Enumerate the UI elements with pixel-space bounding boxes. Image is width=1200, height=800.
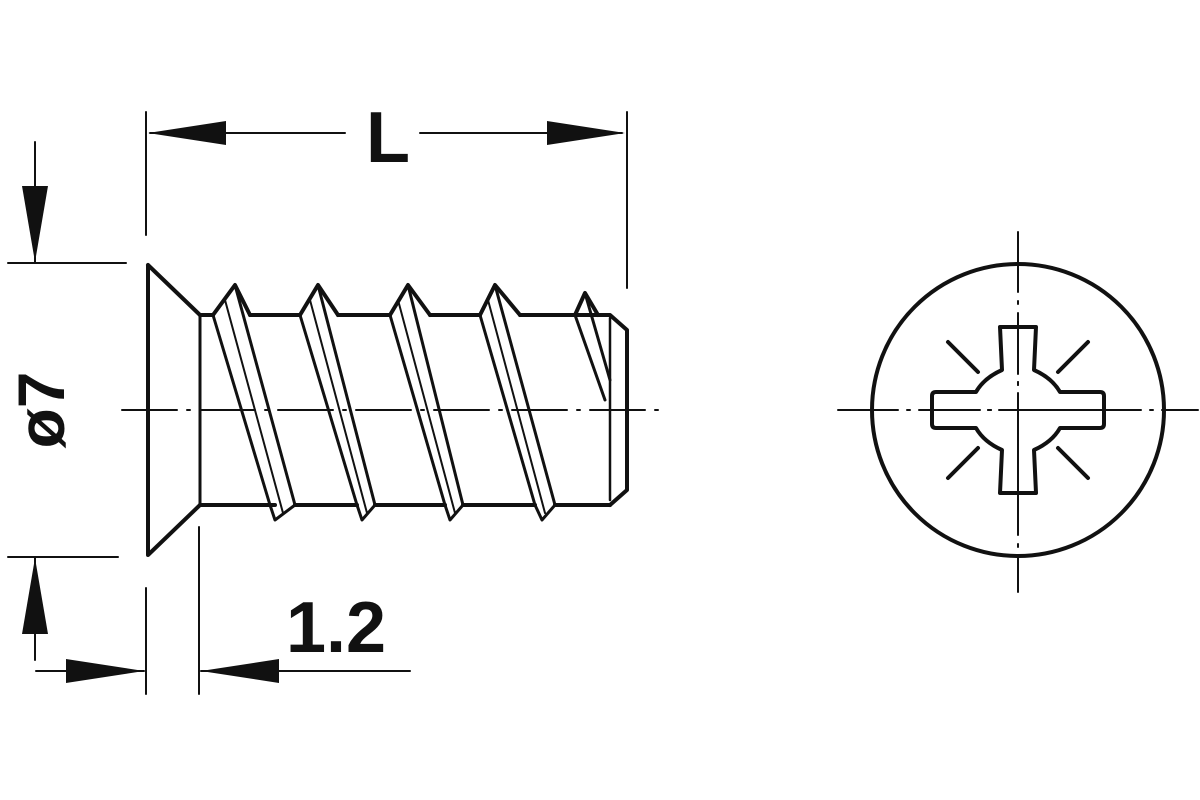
head-thickness-label: 1.2 bbox=[286, 588, 386, 668]
length-arrow-left bbox=[148, 121, 226, 145]
diameter-label: ø7 bbox=[4, 371, 78, 448]
dimension-length: L bbox=[145, 98, 628, 289]
shank-outline bbox=[198, 313, 612, 507]
diameter-arrow-top bbox=[22, 186, 48, 262]
dimension-diameter: ø7 bbox=[4, 141, 127, 661]
pozidriv-tick-marks bbox=[946, 340, 1090, 480]
head-arrow-left bbox=[66, 659, 144, 683]
screw-head bbox=[146, 263, 202, 557]
thread-flights bbox=[211, 283, 612, 522]
pozidriv-cross-recess bbox=[930, 325, 1106, 495]
dimension-head-thickness: 1.2 bbox=[35, 526, 411, 695]
length-arrow-right bbox=[547, 121, 625, 145]
screw-top-view bbox=[837, 231, 1199, 593]
head-arrow-right bbox=[201, 659, 279, 683]
length-label: L bbox=[366, 98, 410, 178]
screw-side-view bbox=[121, 263, 663, 557]
diameter-arrow-bottom bbox=[22, 558, 48, 634]
